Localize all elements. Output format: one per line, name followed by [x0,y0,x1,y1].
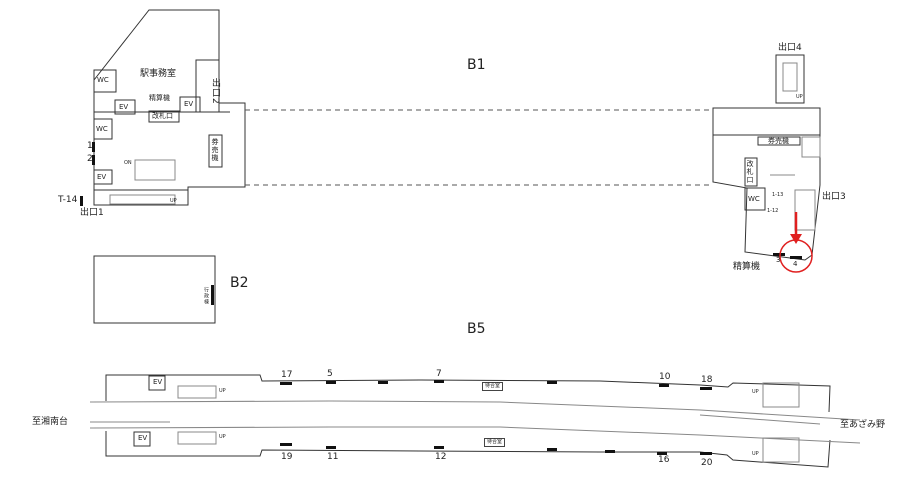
fare-adjust-label: 精算機 [149,94,170,102]
gate-3-label: 3 [776,256,781,264]
door-number: 5 [327,369,333,379]
ev-label: EV [97,173,107,181]
ticket-gate-label: 改札口 [746,160,754,184]
b1-west-walls [93,9,246,206]
b2-building-label: 行政棟 [203,287,209,305]
gate-t14-marker [80,196,83,206]
exit-2-label: 出口2 [210,78,220,105]
wc-upper-label: WC [97,76,109,84]
direction-east-label: 至あざみ野 [840,420,886,430]
ticket-gate-label: 改札口 [152,112,173,120]
red-arrow-head [790,234,802,244]
wc-label: WC [748,195,760,203]
up-label: UP [796,94,803,100]
up-label: UP [752,451,759,457]
station-office-label: 駅事務室 [140,69,177,79]
gate-3-marker [773,253,785,256]
door-number: 19 [281,452,293,462]
gate-2-marker [92,155,95,165]
exit-1-label: 出口1 [80,208,104,218]
wc-lower-label: WC [96,125,108,133]
b2-outline [93,255,216,324]
door-number: 7 [436,369,442,379]
fare-adjust-label: 精算機 [733,262,761,272]
b5-door-markers [280,380,712,455]
ticket-machine-label: 券売機 [768,137,789,145]
up-label: UP [170,198,177,204]
waiting-room-label: 待合室 [484,438,506,447]
door-number: 20 [701,458,713,468]
door-number: 10 [659,372,671,382]
gate-1-label: 1 [87,141,93,151]
direction-west-label: 至湘南台 [32,417,69,427]
exit-4-label: 出口4 [778,43,802,53]
ticket-machine-label: 券売機 [211,138,219,162]
gate-4-marker [790,256,802,259]
up-label: UP [219,434,226,440]
t14-label: T-14 [58,195,78,205]
gate-1-marker [92,142,95,152]
floor-label-b1: B1 [467,57,486,73]
door-number: 17 [281,370,293,380]
b2-gate-marker [211,285,214,305]
exit-3-label: 出口3 [822,192,846,202]
ev-label: EV [119,103,129,111]
code-1-12-label: 1-12 [767,208,779,214]
code-1-13-label: 1-13 [772,192,784,198]
ev-label: EV [184,100,194,108]
floor-label-b5: B5 [467,321,486,337]
door-number: 11 [327,452,339,462]
b5-walls [89,374,861,468]
up-label: UP [752,389,759,395]
gate-4-label: 4 [793,260,798,268]
waiting-room-label: 待合室 [482,382,504,391]
gate-2-label: 2 [87,154,93,164]
door-number: 12 [435,452,447,462]
highlight-circle [779,239,813,273]
on-label: ON [124,160,132,166]
floor-label-b2: B2 [230,275,249,291]
ev-label: EV [153,378,163,386]
up-label: UP [219,388,226,394]
door-number: 18 [701,375,713,385]
b1-east-walls [712,54,821,261]
ev-label: EV [138,434,148,442]
door-number: 16 [658,455,670,465]
